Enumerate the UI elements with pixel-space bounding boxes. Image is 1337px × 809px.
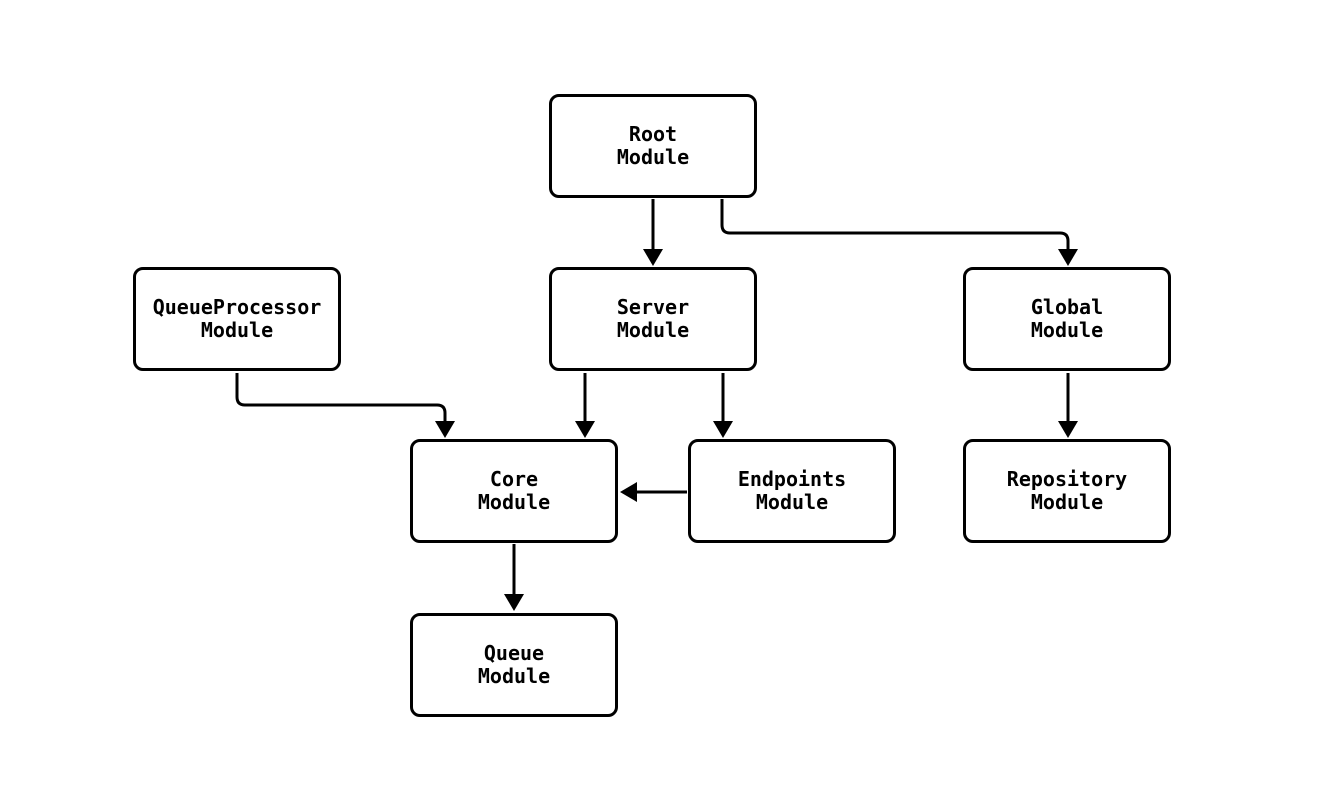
node-queue-module: Queue Module — [410, 613, 618, 717]
edge-core-to-queue — [504, 544, 524, 611]
edge-global-to-repository — [1058, 373, 1078, 438]
node-repository-module: Repository Module — [963, 439, 1171, 543]
edge-server-to-core — [575, 373, 595, 438]
node-root-module: Root Module — [549, 94, 757, 198]
node-endpoints-module: Endpoints Module — [688, 439, 896, 543]
node-global-module: Global Module — [963, 267, 1171, 371]
node-queueprocessor-module: QueueProcessor Module — [133, 267, 341, 371]
edge-root-to-server — [643, 199, 663, 266]
node-core-module: Core Module — [410, 439, 618, 543]
edge-server-to-endpoints — [713, 373, 733, 438]
edge-endpoints-to-core — [620, 482, 687, 502]
node-server-module: Server Module — [549, 267, 757, 371]
edge-queueprocessor-to-core — [235, 373, 455, 438]
edge-root-to-global — [720, 199, 1078, 266]
